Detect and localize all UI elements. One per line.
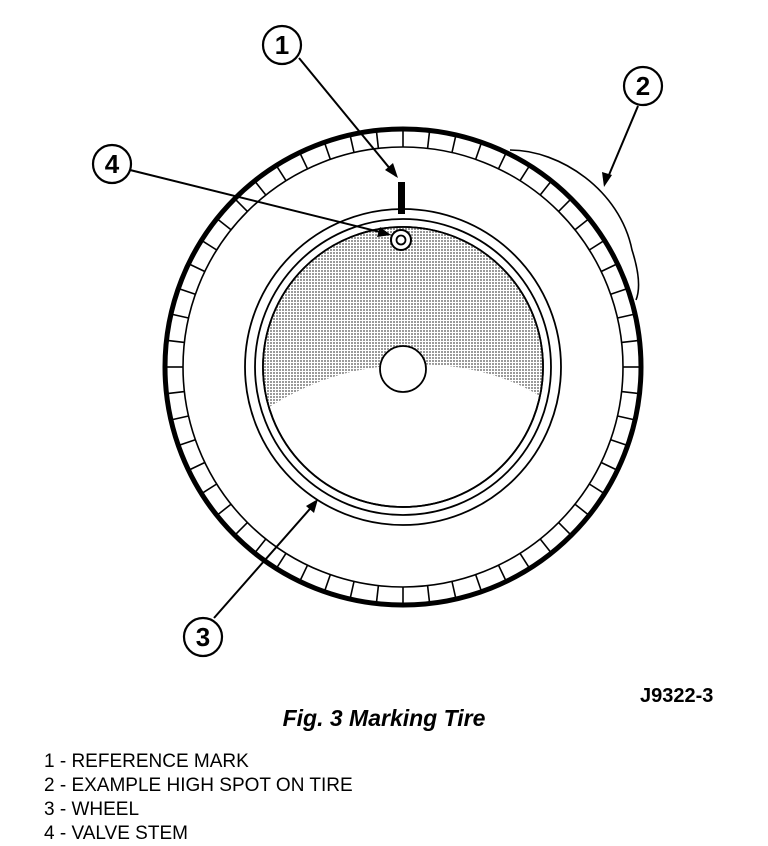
tread-block-edge <box>497 564 507 580</box>
tread-block-edge <box>190 263 206 273</box>
tread-block-edge <box>218 219 232 231</box>
high-spot-bulge <box>509 149 640 301</box>
tread-block-edge <box>299 564 309 580</box>
reference-mark <box>398 182 405 214</box>
svg-text:3: 3 <box>196 622 210 652</box>
tread-block-edge <box>349 136 355 153</box>
leader-lines <box>129 57 639 619</box>
tread-block-edge <box>202 240 218 251</box>
callout-3: 3 <box>182 616 224 658</box>
callout-2: 2 <box>622 65 664 107</box>
tread-block-edge <box>202 483 218 494</box>
tread-block-edge <box>324 143 332 160</box>
tire-diagram: 1 2 3 4 <box>91 24 664 658</box>
tread-block-edge <box>610 288 627 296</box>
tread-block-edge <box>451 136 457 153</box>
tread-block-edge <box>255 182 267 196</box>
tread-block-edge <box>375 585 380 602</box>
tread-block-edge <box>558 199 571 212</box>
tread-block-edge <box>600 263 616 273</box>
tread-block-edge <box>574 503 588 515</box>
callout-1: 1 <box>261 24 303 66</box>
tread-block-edge <box>617 415 634 421</box>
tread-block-edge <box>621 390 638 395</box>
figure-caption: Fig. 3 Marking Tire <box>282 705 486 731</box>
tread-block-edge <box>617 313 634 319</box>
legend: 1 - REFERENCE MARK 2 - EXAMPLE HIGH SPOT… <box>44 750 353 846</box>
tread-block-edge <box>190 461 206 471</box>
tread-block-edge <box>235 199 248 212</box>
svg-text:2: 2 <box>636 71 650 101</box>
legend-item-high-spot: 2 - EXAMPLE HIGH SPOT ON TIRE <box>44 775 353 796</box>
tread-block-edge <box>519 552 530 568</box>
figure-code: J9322-3 <box>640 685 714 707</box>
tread-block-edge <box>299 154 309 170</box>
tread-block-edge <box>588 483 604 494</box>
tread-block-edge <box>451 581 457 598</box>
tread-block-edge <box>610 438 627 446</box>
tread-block-edge <box>375 132 380 149</box>
wheel-center-hole <box>379 345 427 393</box>
tread-block-edge <box>558 522 571 535</box>
tread-block-edge <box>588 240 604 251</box>
tread-block-edge <box>426 132 431 149</box>
tire-tread-blocks <box>167 131 639 603</box>
tread-block-edge <box>276 552 287 568</box>
tread-block-edge <box>179 288 196 296</box>
legend-item-wheel: 3 - WHEEL <box>44 799 140 820</box>
tread-block-edge <box>574 219 588 231</box>
tread-block-edge <box>497 154 507 170</box>
tread-block-edge <box>600 461 616 471</box>
svg-text:4: 4 <box>105 149 120 179</box>
svg-text:1: 1 <box>275 30 289 60</box>
valve-stem <box>390 229 412 251</box>
tread-block-edge <box>168 339 185 344</box>
tread-block-edge <box>539 538 551 552</box>
tread-block-edge <box>539 182 551 196</box>
tread-block-edge <box>349 581 355 598</box>
legend-item-valve-stem: 4 - VALVE STEM <box>44 823 188 844</box>
legend-item-reference-mark: 1 - REFERENCE MARK <box>44 751 249 772</box>
callout-4: 4 <box>91 143 133 185</box>
tread-block-edge <box>179 438 196 446</box>
tread-block-edge <box>474 143 482 160</box>
wheel <box>254 218 552 516</box>
tread-block-edge <box>474 574 482 591</box>
tread-block-edge <box>255 538 267 552</box>
tread-block-edge <box>621 339 638 344</box>
tread-block-edge <box>519 166 530 182</box>
tread-block-edge <box>172 313 189 319</box>
tread-block-edge <box>324 574 332 591</box>
tread-block-edge <box>276 166 287 182</box>
leader-arrowheads <box>306 163 612 513</box>
tread-block-edge <box>218 503 232 515</box>
tread-block-edge <box>168 390 185 395</box>
tread-block-edge <box>426 585 431 602</box>
tread-block-edge <box>235 522 248 535</box>
tread-block-edge <box>172 415 189 421</box>
